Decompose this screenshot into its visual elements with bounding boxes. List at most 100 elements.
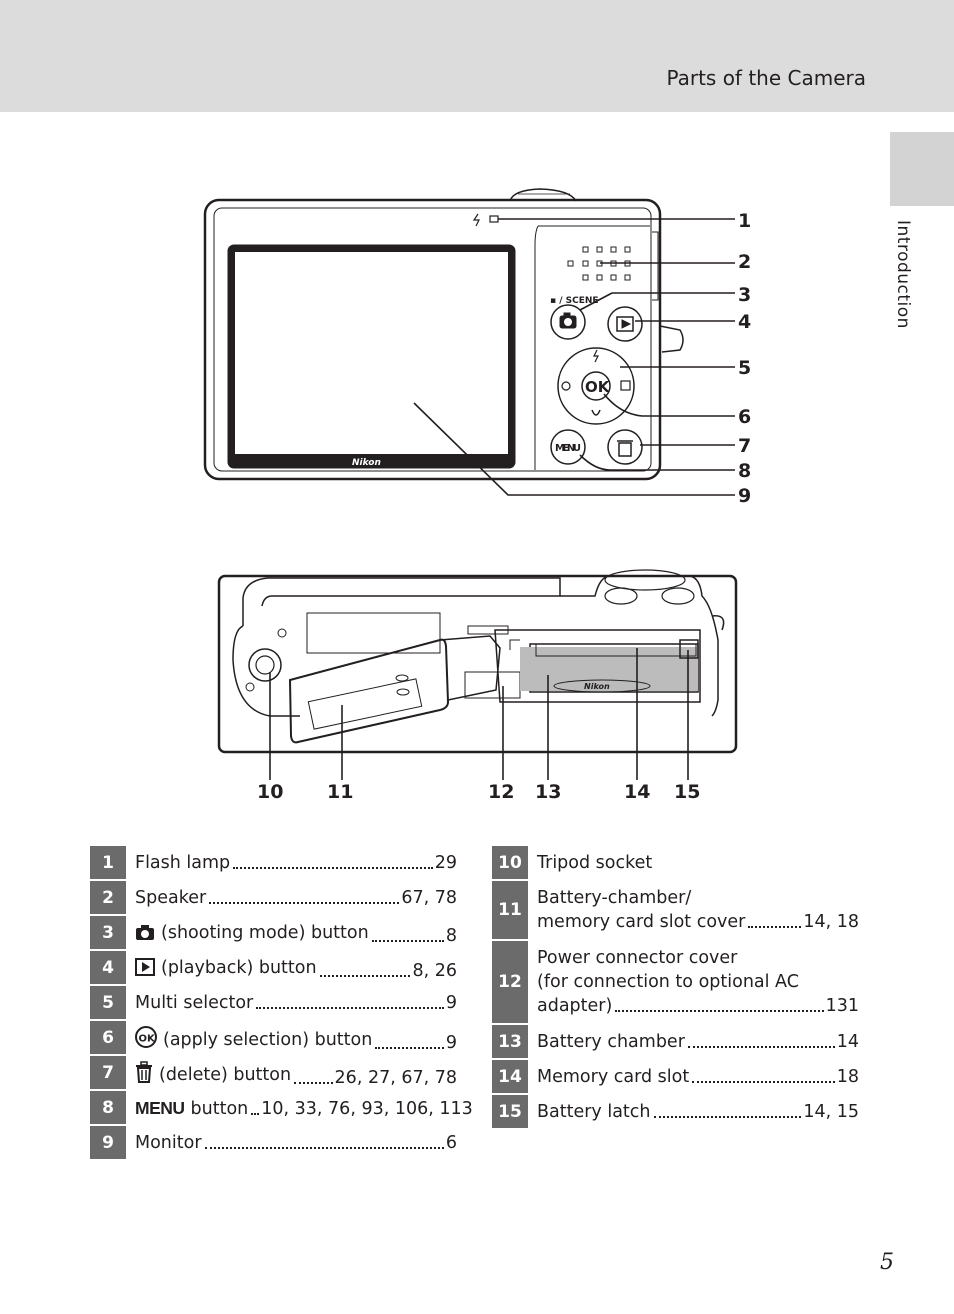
callout-10: 10 (257, 781, 283, 803)
item-number: 1 (90, 846, 126, 879)
item-number: 12 (492, 941, 528, 1023)
dot-leader (375, 1047, 444, 1049)
callout-6: 6 (738, 406, 751, 428)
page-header: Parts of the Camera (0, 0, 954, 112)
item-number: 2 (90, 881, 126, 914)
item-label: Flash lamp (135, 853, 231, 873)
dot-leader (687, 1046, 835, 1048)
page-reference: 8 (445, 926, 457, 946)
table-row: 3 (shooting mode) button 8 (90, 916, 457, 949)
table-row: 6 OK(apply selection) button 9 (90, 1021, 457, 1054)
item-label: Tripod socket (537, 853, 653, 873)
callout-4: 4 (738, 311, 751, 333)
page-reference: 14 (836, 1032, 859, 1052)
table-row: 1 Flash lamp 29 (90, 846, 457, 879)
page-reference: 26, 27, 67, 78 (334, 1068, 457, 1088)
page-reference: 9 (445, 993, 457, 1013)
item-number: 11 (492, 881, 528, 939)
item-number: 4 (90, 951, 126, 984)
page-reference: 14, 15 (803, 1102, 859, 1122)
callout-9: 9 (738, 485, 751, 507)
dot-leader (294, 1082, 333, 1084)
page-number: 5 (880, 1250, 894, 1275)
section-tab-label: Introduction (893, 220, 913, 329)
dot-leader (233, 867, 433, 869)
callout-11: 11 (327, 781, 353, 803)
item-number: 9 (90, 1126, 126, 1159)
item-number: 5 (90, 986, 126, 1019)
item-label: OK(apply selection) button (135, 1026, 372, 1055)
callout-7: 7 (738, 435, 751, 457)
dot-leader (256, 1007, 444, 1009)
item-label: Battery chamber (537, 1032, 685, 1052)
page-reference: 10, 33, 76, 93, 106, 113 (261, 1099, 473, 1119)
page-reference: 14, 18 (803, 912, 859, 932)
item-number: 3 (90, 916, 126, 949)
page-reference: 29 (434, 853, 457, 873)
item-number: 13 (492, 1025, 528, 1058)
item-label: Multi selector (135, 993, 254, 1013)
callout-1: 1 (738, 210, 751, 232)
page-reference: 9 (445, 1033, 457, 1053)
callout-13: 13 (535, 781, 561, 803)
dot-leader (209, 902, 400, 904)
item-label: Monitor (135, 1133, 202, 1153)
dot-leader (615, 1010, 824, 1012)
page-title: Parts of the Camera (666, 66, 866, 90)
camera-icon (135, 923, 155, 948)
table-row: 4 (playback) button 8, 26 (90, 951, 457, 984)
dot-leader (251, 1113, 260, 1115)
brand-logo: Nikon (352, 458, 381, 468)
item-number: 6 (90, 1021, 126, 1054)
battery-brand: Nikon (584, 682, 610, 691)
callout-5: 5 (738, 357, 751, 379)
page-reference: 18 (836, 1067, 859, 1087)
item-number: 15 (492, 1095, 528, 1128)
dot-leader (653, 1116, 802, 1118)
item-label-line: Battery-chamber/ (537, 888, 692, 908)
svg-text:OK: OK (139, 1034, 157, 1045)
svg-text:OK: OK (585, 378, 611, 396)
dot-leader (692, 1081, 835, 1083)
dot-leader (319, 975, 411, 977)
table-row: 10 Tripod socket (492, 846, 859, 879)
dot-leader (204, 1147, 444, 1149)
callout-12: 12 (488, 781, 514, 803)
item-label: (shooting mode) button (135, 921, 369, 948)
callout-14: 14 (624, 781, 650, 803)
item-label: (delete) button (135, 1061, 291, 1090)
page-reference: 131 (825, 996, 859, 1016)
dot-leader (748, 926, 802, 928)
table-row: 11 Battery-chamber/memory card slot cover… (492, 881, 859, 939)
item-number: 10 (492, 846, 528, 879)
item-number: 7 (90, 1056, 126, 1089)
item-label-line: Power connector cover (537, 948, 738, 968)
trash-icon (135, 1061, 153, 1090)
item-label: memory card slot cover (537, 912, 746, 932)
callout-2: 2 (738, 251, 751, 273)
item-label: Battery latch (537, 1102, 651, 1122)
callout-15: 15 (674, 781, 700, 803)
page-reference: 67, 78 (401, 888, 457, 908)
callout-3: 3 (738, 284, 751, 306)
table-row: 15 Battery latch 14, 15 (492, 1095, 859, 1128)
table-row: 5 Multi selector 9 (90, 986, 457, 1019)
menu-icon: MENU (135, 1098, 185, 1118)
svg-text:MENU: MENU (555, 443, 581, 454)
page-reference: 8, 26 (412, 961, 457, 981)
item-number: 8 (90, 1091, 126, 1124)
item-number: 14 (492, 1060, 528, 1093)
dot-leader (371, 940, 444, 942)
callout-8: 8 (738, 460, 751, 482)
section-tab (890, 132, 954, 206)
item-label: adapter) (537, 996, 613, 1016)
item-label: (playback) button (135, 956, 317, 983)
play-icon (135, 958, 155, 983)
ok-icon: OK (135, 1026, 157, 1055)
